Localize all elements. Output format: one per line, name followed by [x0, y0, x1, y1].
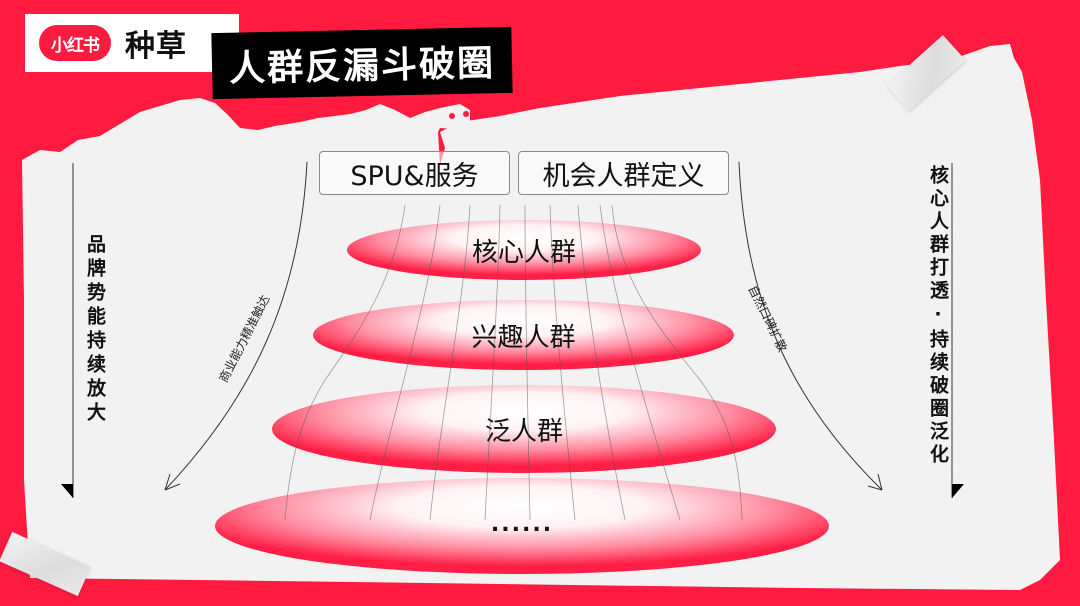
title-banner: 人群反漏斗破圈 — [211, 26, 513, 100]
xiaohongshu-logo: 小红书 — [39, 25, 111, 61]
funnel-layer-interest: 兴趣人群 — [313, 300, 734, 370]
opportunity-audience-label: 机会人群定义 — [542, 160, 705, 192]
brand-text: 种草 — [125, 29, 187, 64]
funnel-layer-more: ...... — [215, 478, 829, 574]
spu-service-box: SPU&服务 — [319, 151, 510, 195]
page-title: 人群反漏斗破圈 — [228, 43, 496, 90]
opportunity-audience-box: 机会人群定义 — [518, 151, 729, 195]
funnel-layer-broad: 泛人群 — [272, 385, 776, 473]
funnel-layer-broad-label: 泛人群 — [484, 416, 563, 447]
funnel-layer-interest-label: 兴趣人群 — [471, 322, 576, 353]
brand-momentum-label: 品牌势能持续放大 — [84, 234, 106, 426]
brand-box: 小红书 种草 — [25, 14, 239, 72]
spu-service-label: SPU&服务 — [350, 160, 479, 192]
core-audience-breakout-label: 核心人群打透·持续破圈泛化 — [927, 165, 949, 467]
funnel-layer-core: 核心人群 — [347, 220, 701, 280]
funnel-layer-more-label: ...... — [490, 511, 554, 537]
funnel-layer-core-label: 核心人群 — [471, 237, 576, 268]
